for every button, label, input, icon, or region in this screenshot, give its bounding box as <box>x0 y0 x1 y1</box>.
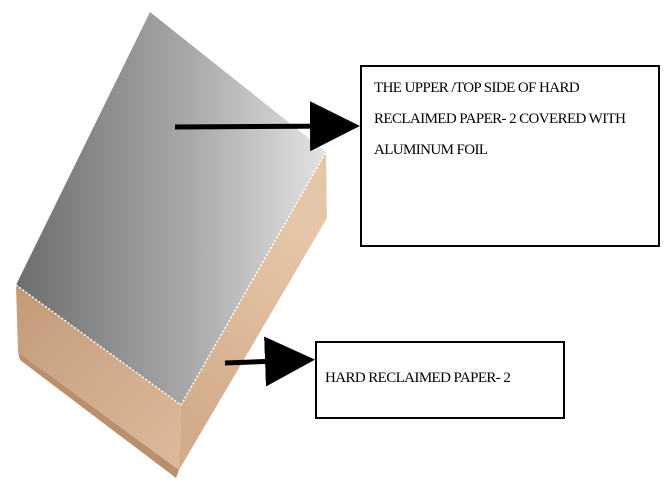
foil-edge-outline <box>15 151 327 407</box>
board-label-box: HARD RECLAIMED PAPER- 2 <box>315 341 565 419</box>
foil-top-surface <box>16 12 326 405</box>
board-bottom-edge <box>18 352 179 478</box>
top-surface-label-line-2: RECLAIMED PAPER- 2 COVERED WITH <box>374 111 626 127</box>
top-surface-label-line-1: THE UPPER /TOP SIDE OF HARD <box>374 80 580 96</box>
top-surface-label-box: THE UPPER /TOP SIDE OF HARD RECLAIMED PA… <box>360 65 660 247</box>
top-surface-arrow <box>174 101 360 152</box>
board-front-face <box>16 285 181 470</box>
board-side-face <box>179 152 327 470</box>
board-label: HARD RECLAIMED PAPER- 2 <box>325 370 511 386</box>
top-surface-label-line-3: ALUMINUM FOIL <box>374 142 488 158</box>
board-arrow <box>224 336 315 387</box>
